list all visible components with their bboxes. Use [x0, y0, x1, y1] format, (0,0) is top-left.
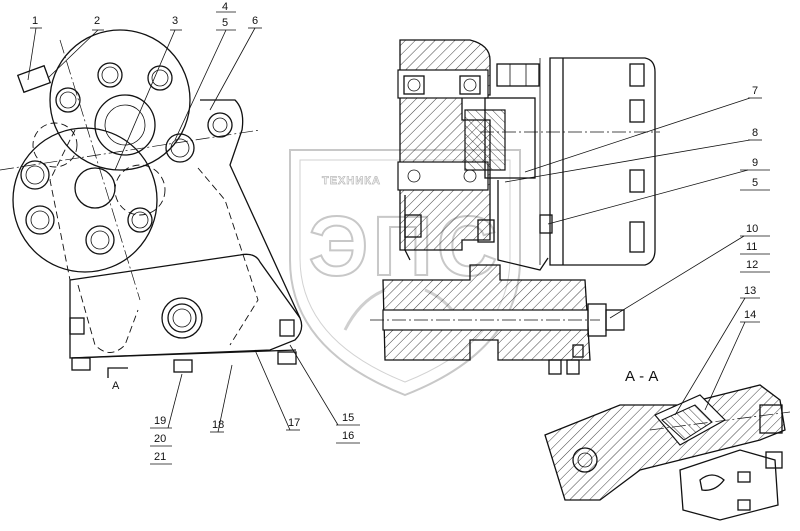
callout-14: 14 [744, 309, 756, 321]
callout-7: 7 [752, 85, 758, 97]
watermark-brand-text: ТЕХНИКА [322, 175, 381, 187]
callout-5a: 5 [222, 17, 228, 29]
callout-21: 21 [154, 451, 166, 463]
callout-numbers: 1 2 3 4 5 6 7 8 9 5 10 11 12 13 14 15 16… [32, 1, 758, 463]
callout-19: 19 [154, 415, 166, 427]
pump-housing [49, 29, 191, 171]
callout-20: 20 [154, 433, 166, 445]
callout-17: 17 [288, 417, 300, 429]
callout-4: 4 [222, 1, 228, 13]
callout-leaders [27, 11, 770, 465]
section-a-a-view: А - А [544, 368, 791, 521]
callout-9: 9 [752, 157, 758, 169]
callout-15: 15 [342, 412, 354, 424]
callout-5b: 5 [752, 177, 758, 189]
view-marker-label: А [112, 380, 120, 392]
section-label: А - А [625, 368, 658, 385]
callout-10: 10 [746, 223, 758, 235]
middle-cover-bolts [539, 63, 645, 253]
callout-3: 3 [172, 15, 178, 27]
callout-12: 12 [746, 259, 758, 271]
callout-16: 16 [342, 430, 354, 442]
callout-8: 8 [752, 127, 758, 139]
left-view-pump-assembly: А [0, 29, 303, 392]
bracket-bolt-hole [207, 112, 233, 138]
callout-18: 18 [212, 419, 224, 431]
callout-6: 6 [252, 15, 258, 27]
callout-1: 1 [32, 15, 38, 27]
middle-view-section [370, 39, 660, 375]
cover-bolt-heads [20, 62, 195, 255]
callout-11: 11 [746, 241, 757, 253]
callout-13: 13 [744, 285, 756, 297]
callout-2: 2 [94, 15, 100, 27]
